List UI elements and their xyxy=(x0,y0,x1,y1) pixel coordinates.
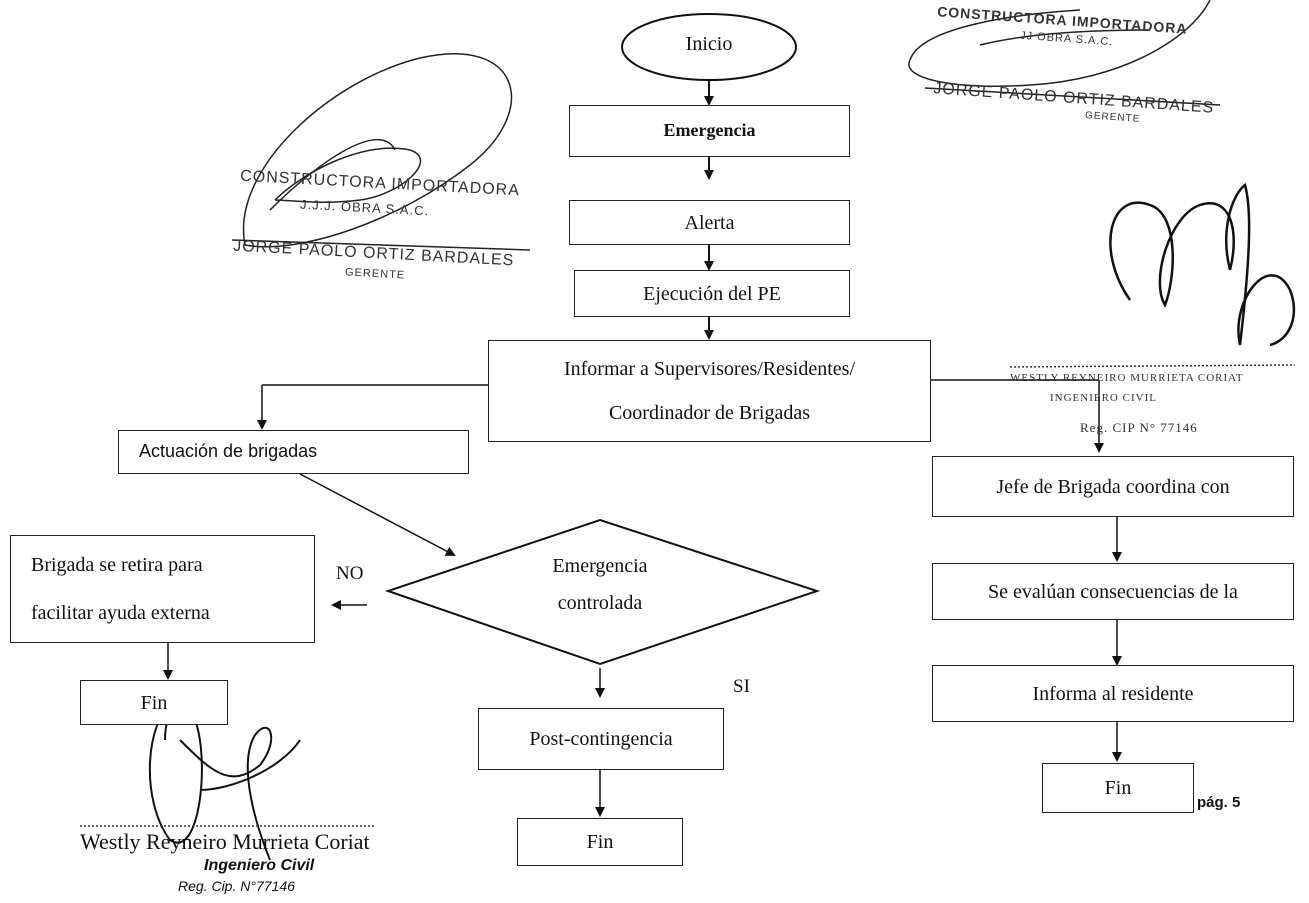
stamp-left-graphic xyxy=(231,53,531,251)
post-contingency-label: Post-contingencia xyxy=(529,728,673,750)
start-label: Inicio xyxy=(685,33,733,55)
decision-label: Emergencia controlada xyxy=(510,555,690,609)
decision-diamond xyxy=(384,518,821,666)
signature-right-graphic xyxy=(1109,182,1296,347)
stamp-right-reg: Reg. CIP N° 77146 xyxy=(1080,420,1198,435)
signature-reg: Reg. Cip. N°77146 xyxy=(178,878,295,894)
inform-resident-label: Informa al residente xyxy=(1032,682,1194,705)
inform-box: Informar a Supervisores/Residentes/ Coor… xyxy=(488,340,931,442)
alert-label: Alerta xyxy=(684,211,735,234)
alert-box: Alerta xyxy=(569,200,850,245)
si-label: SI xyxy=(733,676,750,697)
emergency-box: Emergencia xyxy=(569,105,850,157)
stamp-top-right-graphic xyxy=(908,0,1221,106)
decision-label-line1: Emergencia xyxy=(552,555,648,577)
end-left-box: Fin xyxy=(80,680,228,725)
execution-label: Ejecución del PE xyxy=(643,282,781,305)
post-contingency-box: Post-contingencia xyxy=(478,708,724,770)
decision-label-line2: controlada xyxy=(557,592,643,609)
inform-label-line1: Informar a Supervisores/Residentes/ xyxy=(563,358,856,380)
no-label: NO xyxy=(336,563,364,584)
brigade-action-box: Actuación de brigadas xyxy=(118,430,469,474)
stamp-right-role: INGENIERO CIVIL xyxy=(1050,392,1157,404)
inform-label-line2: Coordinador de Brigadas xyxy=(608,402,811,424)
end-center-label: Fin xyxy=(586,831,614,853)
brigade-action-label: Actuación de brigadas xyxy=(139,441,318,462)
execution-box: Ejecución del PE xyxy=(574,270,850,317)
stamp-right-name: WESTLY REYNEIRO MURRIETA CORIAT xyxy=(1010,372,1244,384)
brigade-withdraw-line2: facilitar ayuda externa xyxy=(31,602,210,624)
brigade-chief-box: Jefe de Brigada coordina con xyxy=(932,456,1294,517)
page-number: pág. 5 xyxy=(1197,794,1241,811)
brigade-chief-label: Jefe de Brigada coordina con xyxy=(996,475,1230,498)
brigade-withdraw-line1: Brigada se retira para xyxy=(31,554,203,576)
end-right-box: Fin xyxy=(1042,763,1194,813)
inform-resident-box: Informa al residente xyxy=(932,665,1294,722)
emergency-label: Emergencia xyxy=(663,120,756,141)
signature-name: Westly Reyneiro Murrieta Coriat xyxy=(80,829,370,854)
end-left-label: Fin xyxy=(140,691,168,714)
evaluate-box: Se evalúan consecuencias de la xyxy=(932,563,1294,620)
signature-role: Ingeniero Civil xyxy=(204,857,315,874)
brigade-withdraw-box: Brigada se retira para facilitar ayuda e… xyxy=(10,535,315,643)
end-center-box: Fin xyxy=(517,818,683,866)
evaluate-label: Se evalúan consecuencias de la xyxy=(988,580,1238,603)
end-right-label: Fin xyxy=(1104,777,1132,799)
